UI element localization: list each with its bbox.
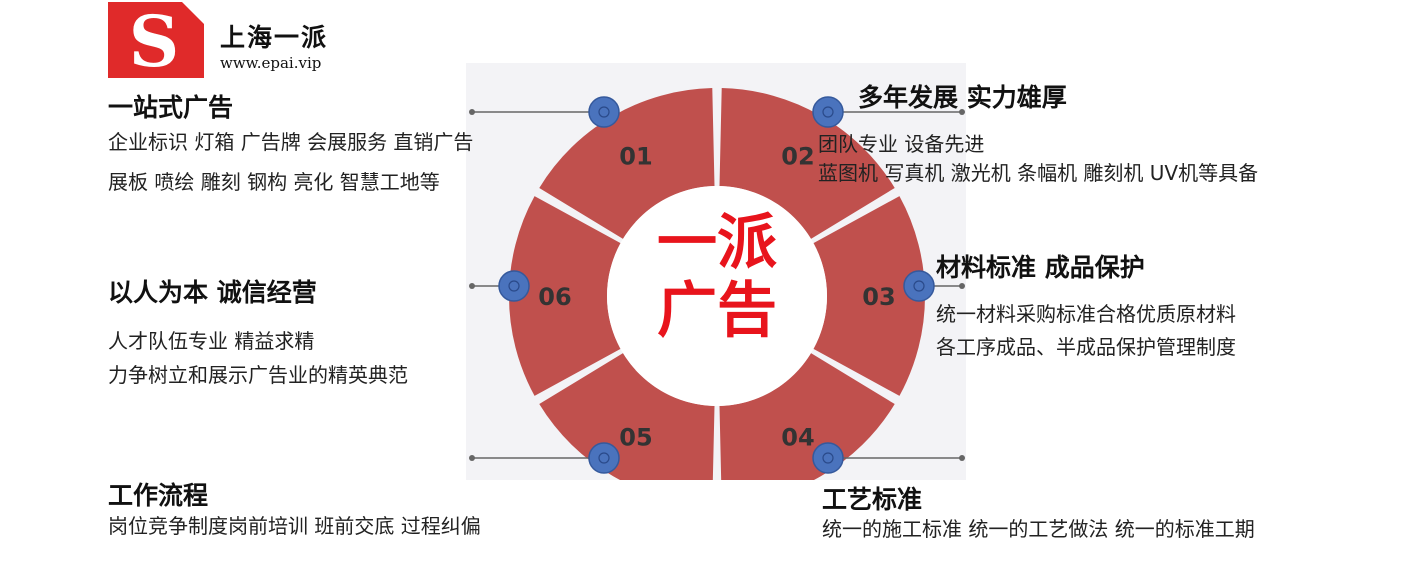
- segment-number-06: 06: [538, 283, 571, 311]
- block-06-line-1: 人才队伍专业 精益求精: [108, 329, 315, 353]
- ring-diagram: 01 02 03 04 05 06 一派 广告: [469, 88, 965, 480]
- ring-segment-03: [813, 196, 925, 396]
- node-circle-06: [498, 270, 530, 302]
- block-02-line-1: 团队专业 设备先进: [818, 132, 985, 156]
- block-04-title: 工艺标准: [822, 485, 923, 514]
- connector-end-03: [959, 283, 965, 289]
- logo-mark-letter: S: [129, 2, 180, 78]
- brand-name: 上海一派: [220, 23, 329, 52]
- node-inner-01: [598, 106, 610, 118]
- connector-end-02: [959, 109, 965, 115]
- ring-segment-05: [539, 353, 715, 480]
- segment-number-02: 02: [781, 143, 814, 171]
- brand-url: www.epai.vip: [220, 54, 322, 72]
- block-06-line-2: 力争树立和展示广告业的精英典范: [108, 363, 408, 387]
- block-04-line-1: 统一的施工标准 统一的工艺做法 统一的标准工期: [822, 517, 1255, 541]
- connector-end-06: [469, 283, 475, 289]
- segment-number-05: 05: [619, 423, 652, 451]
- node-inner-03: [913, 280, 925, 292]
- segment-number-03: 03: [862, 283, 895, 311]
- center-text-line1: 一派: [657, 208, 777, 278]
- node-circle-04: [812, 442, 844, 474]
- node-circle-02: [812, 96, 844, 128]
- logo-mark-icon: S: [108, 2, 204, 78]
- block-02-line-2: 蓝图机 写真机 激光机 条幅机 雕刻机 UV机等具备: [818, 161, 1259, 185]
- center-circle: [607, 186, 827, 406]
- connector-end-05: [469, 455, 475, 461]
- block-02-title: 多年发展 实力雄厚: [858, 83, 1067, 112]
- node-inner-04: [822, 452, 834, 464]
- block-01-title: 一站式广告: [108, 93, 234, 122]
- ring-segment-01: [539, 88, 715, 239]
- segment-number-01: 01: [619, 143, 652, 171]
- ring-segment-06: [509, 196, 621, 396]
- segment-number-04: 04: [781, 423, 814, 451]
- block-06-title: 以人为本 诚信经营: [108, 278, 317, 307]
- ring-segment-04: [719, 353, 895, 480]
- node-inner-05: [598, 452, 610, 464]
- block-03-line-1: 统一材料采购标准合格优质原材料: [936, 302, 1236, 326]
- block-05-line-1: 岗位竞争制度岗前培训 班前交底 过程纠偏: [108, 514, 481, 538]
- node-inner-06: [508, 280, 520, 292]
- node-circle-01: [588, 96, 620, 128]
- block-01-line-1: 企业标识 灯箱 广告牌 会展服务 直销广告: [108, 130, 474, 154]
- center-text-line2: 广告: [657, 276, 777, 346]
- node-circle-05: [588, 442, 620, 474]
- block-05-title: 工作流程: [108, 481, 209, 510]
- node-circle-03: [903, 270, 935, 302]
- ring-segment-02: [719, 88, 895, 239]
- block-03-title: 材料标准 成品保护: [936, 253, 1145, 282]
- block-03-line-2: 各工序成品、半成品保护管理制度: [936, 335, 1236, 359]
- block-01-line-2: 展板 喷绘 雕刻 钢构 亮化 智慧工地等: [108, 170, 440, 194]
- logo: S 上海一派 www.epai.vip: [108, 2, 358, 78]
- node-inner-02: [822, 106, 834, 118]
- connector-end-04: [959, 455, 965, 461]
- connector-end-01: [469, 109, 475, 115]
